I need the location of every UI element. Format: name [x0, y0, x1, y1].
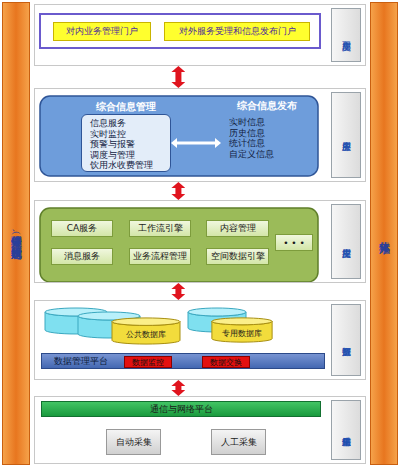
side-bar: 保障体系（安全管理、建设与运行管理机制）: [2, 2, 30, 465]
layer-arrow: [177, 142, 215, 145]
database-cylinder: 公共数据库: [111, 317, 181, 345]
box-label: 专用数据库: [222, 322, 262, 339]
service-box: 业务流程管理: [129, 248, 191, 265]
layer-band: 应用交互层 对内业务管理门户 对外服务受理和信息发布门户: [34, 4, 366, 66]
service-box: 空间数据引擎: [206, 248, 269, 265]
layer-label: 应用交互层: [331, 8, 361, 62]
box-label: 数据监控: [132, 357, 164, 368]
item-list: 信息服务 实时监控 预警与报警 调度与管理 饮用水收费管理: [82, 115, 164, 171]
group-heading: 综合信息发布: [209, 100, 325, 113]
side-label: 保障体系（安全管理、建设与运行管理机制）: [3, 3, 29, 464]
box-label: 数据管理平台: [54, 355, 108, 368]
box-label: 业务流程管理: [133, 250, 187, 263]
box-label: • • •: [283, 238, 305, 248]
layer-band: 数据资源层 公共数据库 专用数据库数据管理平台 数据监控 数据交换: [34, 300, 366, 380]
box-label: 通信与网络平台: [150, 403, 213, 416]
box-label: 空间数据引擎: [211, 250, 265, 263]
platform-bar: 数据管理平台 数据监控 数据交换: [41, 353, 325, 369]
layer-label: 业务应用层: [331, 92, 361, 178]
portal-box: 对内业务管理门户: [53, 22, 151, 41]
box-label: 自动采集: [116, 436, 152, 449]
collection-box: 自动采集: [106, 429, 161, 455]
item-list: 实时信息 历史信息 统计信息 自定义信息: [221, 114, 303, 159]
collection-box: 人工采集: [211, 429, 266, 455]
box-label: 消息服务: [64, 250, 100, 263]
box-label: 公共数据库: [126, 323, 166, 340]
service-box: CA服务: [51, 220, 113, 237]
support-panel: [40, 208, 318, 282]
platform-module: 数据交换: [202, 356, 250, 368]
layer-label: 应用支撑层: [331, 204, 361, 279]
database-cylinder: 专用数据库: [211, 317, 273, 343]
function-list: 综合信息管理信息服务 实时监控 预警与报警 调度与管理 饮用水收费管理: [81, 114, 171, 172]
layer-band: 业务应用层 综合信息管理信息服务 实时监控 预警与报警 调度与管理 饮用水收费管理…: [34, 88, 366, 182]
box-label: CA服务: [67, 222, 97, 235]
box-label: 内容管理: [220, 222, 256, 235]
layer-arrow: [175, 72, 181, 82]
function-list: 综合信息发布实时信息 历史信息 统计信息 自定义信息: [221, 114, 313, 172]
layer-arrow: [175, 386, 181, 390]
box-label: 数据交换: [210, 357, 242, 368]
cylinder-top: [212, 318, 272, 325]
database-cylinder-top: [188, 308, 246, 316]
service-box: 工作流引擎: [129, 220, 191, 237]
group-heading: 综合信息管理: [70, 101, 182, 114]
box-label: 人工采集: [221, 436, 257, 449]
service-box: 消息服务: [51, 248, 113, 265]
layer-arrow: [175, 188, 181, 194]
service-box: 内容管理: [206, 220, 269, 237]
layer-label: 数据资源层: [331, 304, 361, 376]
side-bar: 标准化体系: [370, 2, 398, 465]
box-label: 对内业务管理门户: [66, 25, 138, 38]
portal-box: 对外服务受理和信息发布门户: [164, 22, 310, 41]
layer-arrow: [175, 289, 181, 294]
side-label: 标准化体系: [371, 3, 397, 464]
layer-band: 信息采集传输层 通信与网络平台自动采集 人工采集: [34, 396, 366, 464]
layer-label: 信息采集传输层: [331, 400, 361, 460]
box-label: 对外服务受理和信息发布门户: [179, 25, 296, 38]
box-label: 工作流引擎: [138, 222, 183, 235]
network-bar: 通信与网络平台: [41, 401, 321, 417]
portal-strip: [40, 14, 320, 48]
cylinder-top: [112, 318, 180, 325]
layer-band: 应用支撑层 CA服务 工作流引擎 内容管理消息服务 业务流程管理 空间数据引擎 • • •: [34, 200, 366, 283]
platform-module: 数据监控: [124, 356, 172, 368]
service-box: • • •: [275, 234, 313, 251]
